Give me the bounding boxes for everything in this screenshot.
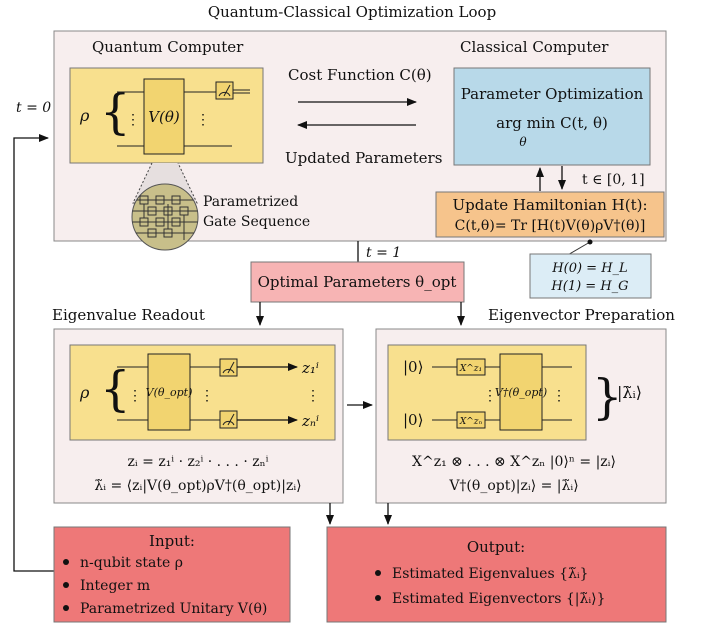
zn-output: zₙⁱ: [301, 412, 319, 430]
readout-dots-left: ⋮: [128, 388, 142, 404]
input-bullet-3: [63, 605, 69, 611]
gate-grid-icon: [132, 195, 198, 240]
t0-label: t = 0: [16, 100, 51, 116]
input-item-state: n-qubit state ρ: [80, 555, 183, 571]
optimal-parameters-label: Optimal Parameters θ_opt: [258, 273, 457, 291]
parametrized-label: Parametrized: [203, 194, 298, 210]
readout-dots-mid: ⋮: [200, 388, 214, 404]
parameter-optimization-box: [453, 67, 651, 166]
prep-formula-x: X^z₁ ⊗ . . . ⊗ X^zₙ |0⟩ⁿ = |zᵢ⟩: [412, 454, 616, 470]
wire-dots-right: ⋮: [196, 112, 210, 128]
optimal-parameters-box: [250, 261, 465, 303]
feedback-loop-arrow: [13, 134, 54, 572]
eigenvalue-circuit-box: [69, 344, 336, 441]
readout-formula-lambda: λ̃ᵢ = ⟨zᵢ|V(θ_opt)ρV†(θ_opt)|zᵢ⟩: [94, 478, 301, 494]
prep-formula-v: V†(θ_opt)|zᵢ⟩ = |λ̃ᵢ⟩: [448, 478, 578, 494]
input-bullet-1: [63, 559, 69, 565]
hamiltonian-boundary-box: [529, 253, 652, 299]
output-box: [326, 526, 667, 623]
classical-computer-label: Classical Computer: [460, 38, 609, 56]
gate-sequence-label: Gate Sequence: [203, 214, 310, 230]
readout-dots-out: ⋮: [306, 388, 320, 404]
parameter-optimization-title: Parameter Optimization: [461, 85, 644, 103]
t-interval-label: t ∈ [0, 1]: [582, 172, 645, 188]
prep-right-brace: }: [592, 369, 623, 425]
unitary-label: V(θ): [148, 108, 180, 126]
readout-measurement-bottom-icon: [219, 410, 238, 429]
input-box: [53, 526, 291, 623]
update-hamiltonian-title: Update Hamiltonian H(t):: [452, 196, 647, 214]
readout-formula-z: zᵢ = z₁ⁱ · z₂ⁱ · . . . · zₙⁱ: [128, 454, 269, 470]
readout-left-brace: {: [100, 361, 131, 417]
readout-measurement-top-icon: [219, 358, 238, 377]
argmin-subscript: θ: [519, 135, 527, 149]
input-title: Input:: [149, 532, 195, 550]
eigenvector-circuit-box: [387, 344, 587, 441]
ket-zero-top: |0⟩: [403, 358, 423, 376]
cost-function-formula: C(t,θ)= Tr [H(t)V(θ)ρV†(θ)]: [455, 218, 646, 234]
readout-rho-symbol: ρ: [79, 383, 90, 402]
measurement-icon: [215, 81, 234, 100]
updated-parameters-label: Updated Parameters: [285, 149, 442, 167]
wire-dots-left: ⋮: [126, 112, 140, 128]
prep-dots-right: ⋮: [552, 388, 566, 404]
t1-label: t = 1: [366, 245, 401, 261]
prep-unitary-gate: [499, 353, 543, 431]
callout-dot: [587, 239, 593, 245]
readout-unitary-gate: [147, 353, 191, 431]
gate-sequence-lens: [131, 183, 199, 251]
quantum-computer-label: Quantum Computer: [92, 38, 244, 56]
prep-dots-left: ⋮: [483, 388, 497, 404]
input-item-integer: Integer m: [80, 578, 150, 594]
update-hamiltonian-box: [435, 191, 665, 238]
h0-condition: H(0) = H_L: [551, 261, 627, 276]
output-bullet-2: [375, 595, 381, 601]
argmin-formula: arg min C(t, θ): [496, 114, 608, 132]
diagram-title: Quantum-Classical Optimization Loop: [208, 3, 496, 21]
eigenvalue-readout-label: Eigenvalue Readout: [52, 306, 205, 324]
rho-symbol: ρ: [79, 106, 90, 125]
prep-output-state: |λ̃ᵢ⟩: [617, 383, 642, 402]
eigenvector-preparation-label: Eigenvector Preparation: [488, 306, 675, 324]
cost-function-label: Cost Function C(θ): [288, 66, 432, 84]
output-item-eigenvectors: Estimated Eigenvectors {|λ̃ᵢ⟩}: [392, 591, 606, 607]
x-gate-bottom-label: X^zₙ: [459, 417, 483, 427]
ket-zero-bottom: |0⟩: [403, 411, 423, 429]
readout-unitary-label: V(θ_opt): [146, 386, 193, 399]
output-title: Output:: [467, 538, 525, 556]
z1-output: z₁ⁱ: [301, 359, 319, 377]
output-item-eigenvalues: Estimated Eigenvalues {λ̃ᵢ}: [392, 566, 589, 582]
x-gate-top-label: X^z₁: [459, 364, 482, 374]
prep-unitary-label: V†(θ_opt): [495, 386, 547, 399]
unitary-gate: [143, 78, 185, 155]
h1-condition: H(1) = H_G: [550, 279, 628, 294]
input-item-unitary: Parametrized Unitary V(θ): [80, 601, 267, 617]
left-brace: {: [100, 84, 131, 140]
input-bullet-2: [63, 582, 69, 588]
output-bullet-1: [375, 570, 381, 576]
